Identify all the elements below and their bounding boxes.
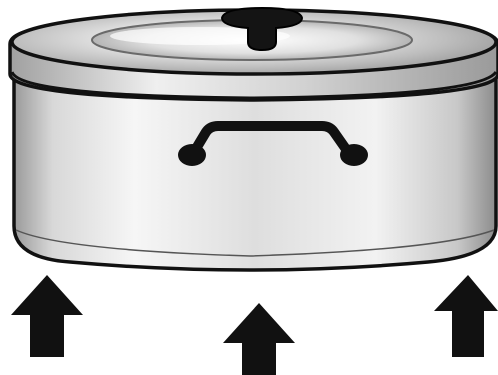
arrow-up-icon	[434, 275, 498, 357]
lid-knob	[220, 6, 304, 52]
arrow-up-icon	[223, 303, 295, 375]
heat-arrows	[11, 275, 498, 375]
arrow-up-icon	[11, 275, 83, 357]
handle-rivet-right	[340, 144, 368, 166]
lid-icon	[10, 6, 498, 76]
side-handle-icon	[178, 121, 368, 166]
handle-bar	[189, 121, 353, 157]
pot-bottom-band	[15, 229, 495, 257]
handle-rivet-left	[178, 144, 206, 166]
pot-rim-edge	[10, 70, 498, 100]
pot-body	[12, 60, 498, 272]
lid-highlight	[110, 27, 290, 45]
